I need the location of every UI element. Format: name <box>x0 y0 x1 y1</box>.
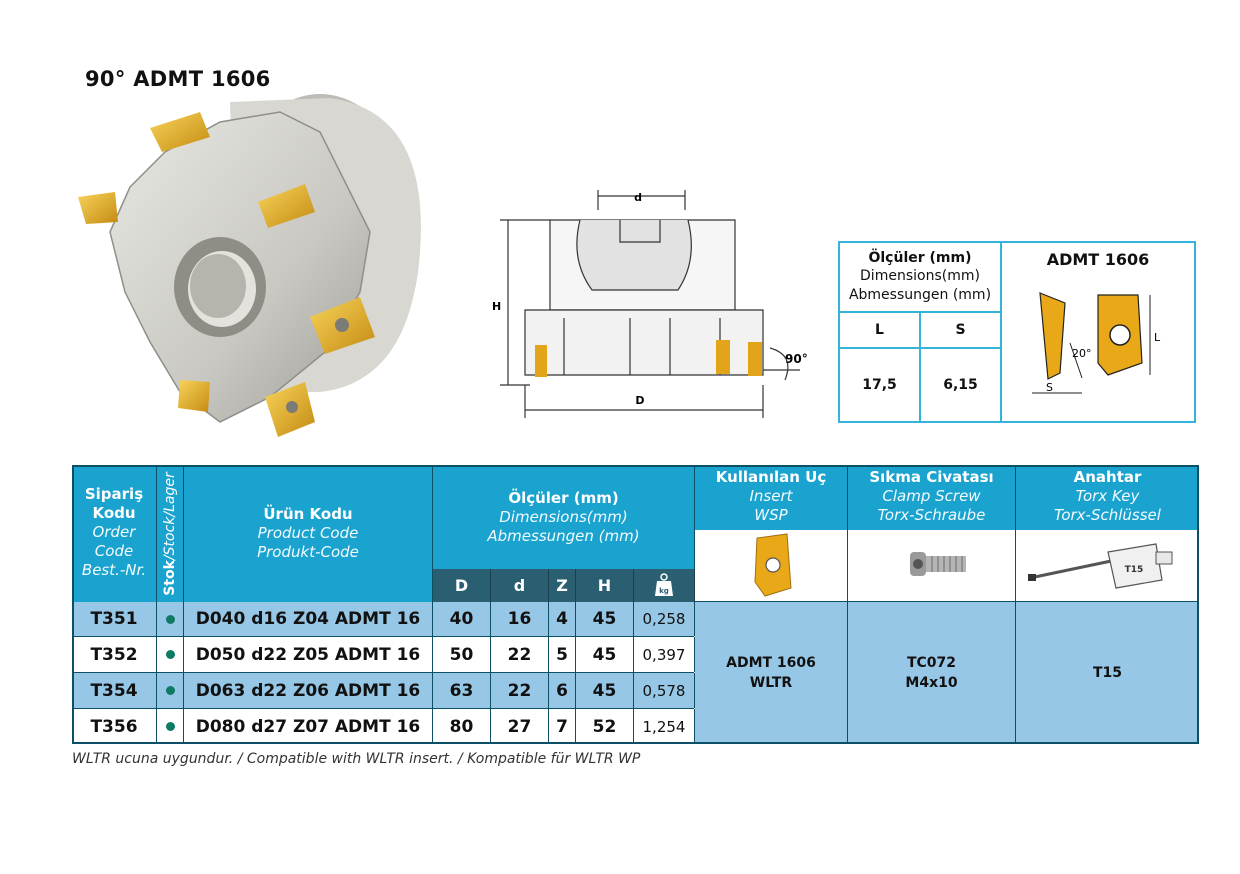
fig-L-label: L <box>1154 331 1161 344</box>
order-code: T354 <box>72 673 157 708</box>
weight: 0,258 <box>634 602 695 636</box>
product-image <box>78 94 421 437</box>
dim-d: 22 <box>491 637 549 672</box>
header-order-code: Sipariş Kodu Order Code Best.-Nr. <box>72 465 157 602</box>
dim-d: 16 <box>491 602 549 636</box>
insert-dimensions-box: Ölçüler (mm) Dimensions(mm) Abmessungen … <box>838 241 1196 423</box>
value-S: 6,15 <box>921 349 1002 421</box>
insert-drawing: L S 20° <box>1032 292 1161 394</box>
svg-text:kg: kg <box>659 587 669 595</box>
insert-image-cell <box>695 530 848 602</box>
key-value: T15 <box>1016 602 1199 744</box>
dim-D: 63 <box>433 673 491 708</box>
subheader-weight: kg <box>634 569 695 602</box>
angle-label: 90° <box>785 352 808 366</box>
dim-H: 45 <box>576 673 634 708</box>
stock-dot-icon <box>165 686 175 695</box>
value-L: 17,5 <box>840 349 921 421</box>
stock-indicator <box>157 602 184 636</box>
subheader-d: d <box>491 569 549 602</box>
dim-d: 27 <box>491 709 549 744</box>
stock-indicator <box>157 673 184 708</box>
key-image-cell: T15 <box>1016 530 1199 602</box>
product-code: D080 d27 Z07 ADMT 16 <box>184 709 433 744</box>
dim-d: 22 <box>491 673 549 708</box>
product-table: Sipariş Kodu Order Code Best.-Nr. Stok/S… <box>72 465 1199 744</box>
torx-key-icon: T15 <box>1028 543 1173 589</box>
dim-H: 45 <box>576 602 634 636</box>
fig-angle-label: 20° <box>1072 347 1092 360</box>
subheader-H: H <box>576 569 634 602</box>
table-row: T352 D050 d22 Z05 ADMT 16 50 22 5 45 0,3… <box>72 637 695 673</box>
subheader-D: D <box>433 569 491 602</box>
stock-indicator <box>157 709 184 744</box>
order-code: T356 <box>72 709 157 744</box>
col-L-header: L <box>840 313 921 349</box>
product-code: D063 d22 Z06 ADMT 16 <box>184 673 433 708</box>
table-row: T351 D040 d16 Z04 ADMT 16 40 16 4 45 0,2… <box>72 602 695 637</box>
insert-value: ADMT 1606 WLTR <box>695 602 848 744</box>
dim-Z: 4 <box>549 602 576 636</box>
header-stock: Stok/Stock/Lager <box>157 465 184 602</box>
technical-drawing: d H D 90° <box>492 190 808 418</box>
weight: 0,397 <box>634 637 695 672</box>
dim-D-label: D <box>635 394 644 407</box>
table-row: T356 D080 d27 Z07 ADMT 16 80 27 7 52 1,2… <box>72 709 695 744</box>
header-insert: Kullanılan Uç Insert WSP <box>695 465 848 530</box>
dim-D: 50 <box>433 637 491 672</box>
order-code: T352 <box>72 637 157 672</box>
weight: 1,254 <box>634 709 695 744</box>
dim-Z: 6 <box>549 673 576 708</box>
svg-text:T15: T15 <box>1125 565 1144 575</box>
screw-value: TC072 M4x10 <box>848 602 1016 744</box>
header-dimensions: Ölçüler (mm) Dimensions(mm) Abmessungen … <box>433 465 695 569</box>
weight: 0,578 <box>634 673 695 708</box>
subheader-Z: Z <box>549 569 576 602</box>
product-code: D050 d22 Z05 ADMT 16 <box>184 637 433 672</box>
screw-icon <box>910 552 966 576</box>
dim-d-label: d <box>634 191 642 204</box>
header-product-code: Ürün Kodu Product Code Produkt-Code <box>184 465 433 602</box>
weight-icon: kg <box>655 573 673 596</box>
insert-icon <box>754 533 792 597</box>
dim-D: 80 <box>433 709 491 744</box>
product-code: D040 d16 Z04 ADMT 16 <box>184 602 433 636</box>
stock-dot-icon <box>165 722 175 731</box>
dim-D: 40 <box>433 602 491 636</box>
dim-H: 52 <box>576 709 634 744</box>
stock-indicator <box>157 637 184 672</box>
dim-Z: 5 <box>549 637 576 672</box>
stock-dot-icon <box>165 650 175 659</box>
order-code: T351 <box>72 602 157 636</box>
screw-image-cell <box>848 530 1016 602</box>
fig-S-label: S <box>1046 381 1053 394</box>
table-row: T354 D063 d22 Z06 ADMT 16 63 22 6 45 0,5… <box>72 673 695 709</box>
compatibility-note: WLTR ucuna uygundur. / Compatible with W… <box>72 751 641 767</box>
col-S-header: S <box>921 313 1002 349</box>
dim-H-label: H <box>492 300 501 313</box>
header-torx-key: Anahtar Torx Key Torx-Schlüssel <box>1016 465 1199 530</box>
dim-Z: 7 <box>549 709 576 744</box>
header-clamp-screw: Sıkma Civatası Clamp Screw Torx-Schraube <box>848 465 1016 530</box>
dims-header: Ölçüler (mm) Dimensions(mm) Abmessungen … <box>840 243 1002 313</box>
dim-H: 45 <box>576 637 634 672</box>
page-title: 90° ADMT 1606 <box>85 67 271 91</box>
stock-dot-icon <box>165 614 175 624</box>
insert-title: ADMT 1606 <box>1046 250 1150 269</box>
